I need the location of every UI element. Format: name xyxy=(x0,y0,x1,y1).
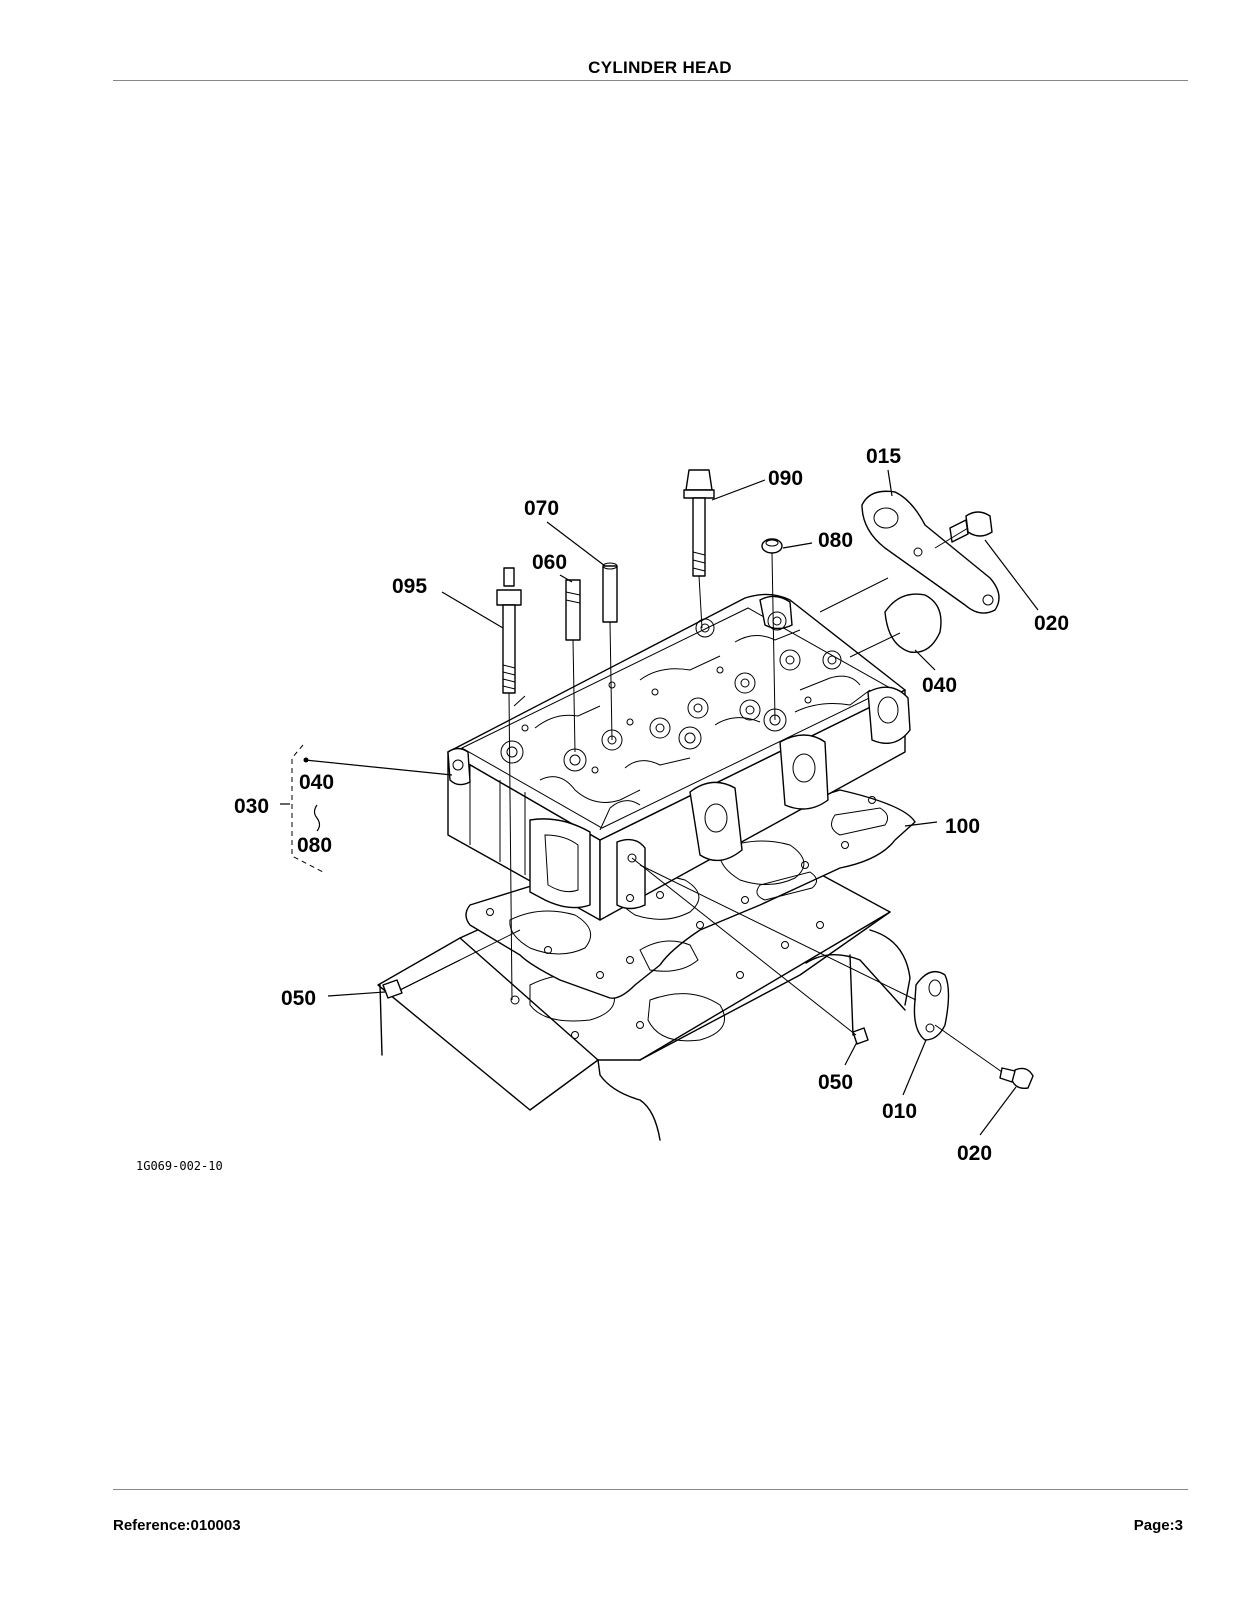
plug-080 xyxy=(761,538,783,554)
assembly-bracket-030 xyxy=(280,744,324,873)
header-divider xyxy=(113,80,1188,81)
dowel-050-right xyxy=(852,1027,869,1045)
knock-pin-070 xyxy=(602,562,618,623)
assembly-centerlines xyxy=(399,527,1003,1073)
cover-plate-040 xyxy=(884,593,942,654)
leader-lines xyxy=(303,469,1039,1136)
engine-hanger-010 xyxy=(913,971,950,1041)
callout-090: 090 xyxy=(768,467,803,490)
callout-080-left: 080 xyxy=(297,834,332,857)
head-gasket xyxy=(465,789,916,999)
callout-labels: 015 090 070 080 060 095 020 040 030 040 … xyxy=(234,445,1069,1165)
callout-030: 030 xyxy=(234,795,269,818)
footer-divider xyxy=(113,1489,1188,1490)
bolt-020-top xyxy=(949,511,993,543)
callout-040-left: 040 xyxy=(299,771,334,794)
callout-020-bottom: 020 xyxy=(957,1142,992,1165)
callout-070: 070 xyxy=(524,497,559,520)
head-bolt-090 xyxy=(683,469,715,577)
callout-050-left: 050 xyxy=(281,987,316,1010)
stud-bolt-095 xyxy=(496,567,522,694)
bolt-020-bottom xyxy=(999,1067,1034,1090)
callout-080-top: 080 xyxy=(818,529,853,552)
reference-label: Reference:010003 xyxy=(113,1517,241,1534)
page-title: CYLINDER HEAD xyxy=(588,58,732,77)
figure-id: 1G069-002-10 xyxy=(136,1159,223,1173)
cylinder-head xyxy=(447,593,911,921)
page-number: Page:3 xyxy=(1133,1517,1183,1534)
callout-010: 010 xyxy=(882,1100,917,1123)
knock-pin-060 xyxy=(565,579,581,641)
valve-ports xyxy=(500,611,871,831)
callout-060: 060 xyxy=(532,551,567,574)
callout-095: 095 xyxy=(392,575,427,598)
callout-050-right: 050 xyxy=(818,1071,853,1094)
dowel-050-left xyxy=(382,979,403,999)
engine-hanger-015 xyxy=(861,490,1000,614)
callout-100: 100 xyxy=(945,815,980,838)
callout-015: 015 xyxy=(866,445,901,468)
callout-040-right: 040 xyxy=(922,674,957,697)
callout-020-top: 020 xyxy=(1034,612,1069,635)
